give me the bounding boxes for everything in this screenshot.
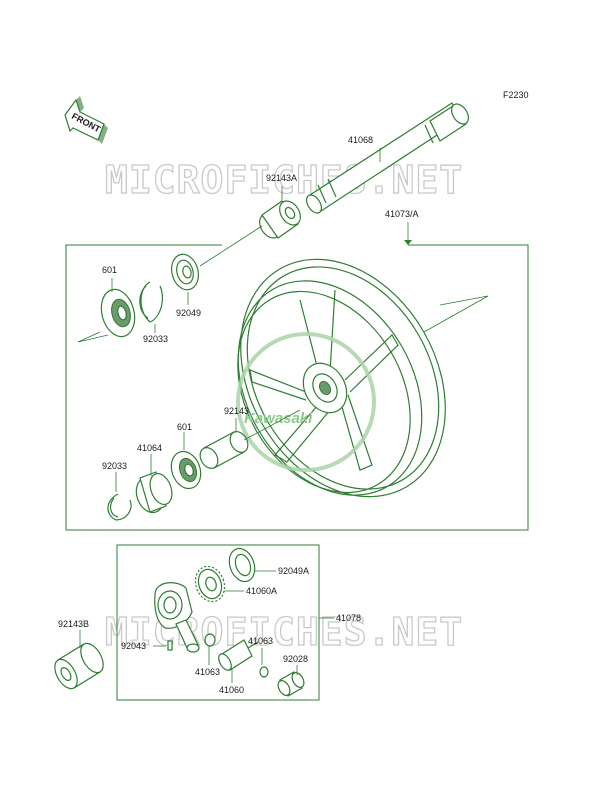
gear-housing: [154, 582, 200, 653]
kawasaki-logo: Kawasaki: [236, 332, 376, 472]
label-92033-upper: 92033: [143, 334, 168, 344]
logo-text: Kawasaki: [244, 410, 313, 427]
collar-92143B: [54, 642, 104, 690]
bearing-601-lower: [170, 450, 202, 490]
label-601-upper: 601: [102, 265, 117, 275]
front-wheel: [237, 258, 489, 498]
wheel-assembly-box: [65, 244, 529, 531]
pin-92043: [167, 640, 173, 651]
label-92049A: 92049A: [278, 566, 309, 576]
label-41068: 41068: [348, 135, 373, 145]
axle-41068: [305, 102, 469, 214]
label-41060A: 41060A: [246, 586, 277, 596]
label-92143B: 92143B: [58, 619, 89, 629]
washer-41063-b: [259, 666, 269, 678]
label-41063-upper: 41063: [248, 636, 273, 646]
circlip-92033-upper: [139, 281, 163, 323]
washer-41063-a: [204, 633, 216, 647]
seal-92049A: [228, 547, 256, 583]
front-arrow-icon: FRONT: [64, 96, 108, 144]
collar-92143A: [259, 200, 301, 239]
drive-gear-41060: [218, 639, 259, 671]
watermark-top: MICROFICHES.NET: [105, 158, 463, 202]
label-41078: 41078: [336, 613, 361, 623]
collar-41064: [135, 471, 173, 514]
label-601-lower: 601: [177, 422, 192, 432]
seal-92049: [171, 253, 199, 291]
label-92033-lower: 92033: [102, 461, 127, 471]
label-92143A: 92143A: [266, 173, 297, 183]
collar-92143: [199, 431, 249, 469]
figure-code: F2230: [503, 90, 529, 100]
circlip-92033-lower: [107, 493, 132, 521]
label-41064: 41064: [137, 443, 162, 453]
label-92043: 92043: [121, 641, 146, 651]
label-92028: 92028: [283, 654, 308, 664]
speedometer-gear-box: [116, 544, 320, 701]
bushing-92028: [277, 671, 305, 697]
label-41063-lower: 41063: [195, 667, 220, 677]
label-92143: 92143: [224, 406, 249, 416]
label-92049: 92049: [176, 308, 201, 318]
bearing-601-upper: [100, 288, 136, 338]
label-41073A: 41073/A: [385, 209, 419, 219]
gear-41060A: [194, 565, 226, 603]
label-41060: 41060: [219, 685, 244, 695]
